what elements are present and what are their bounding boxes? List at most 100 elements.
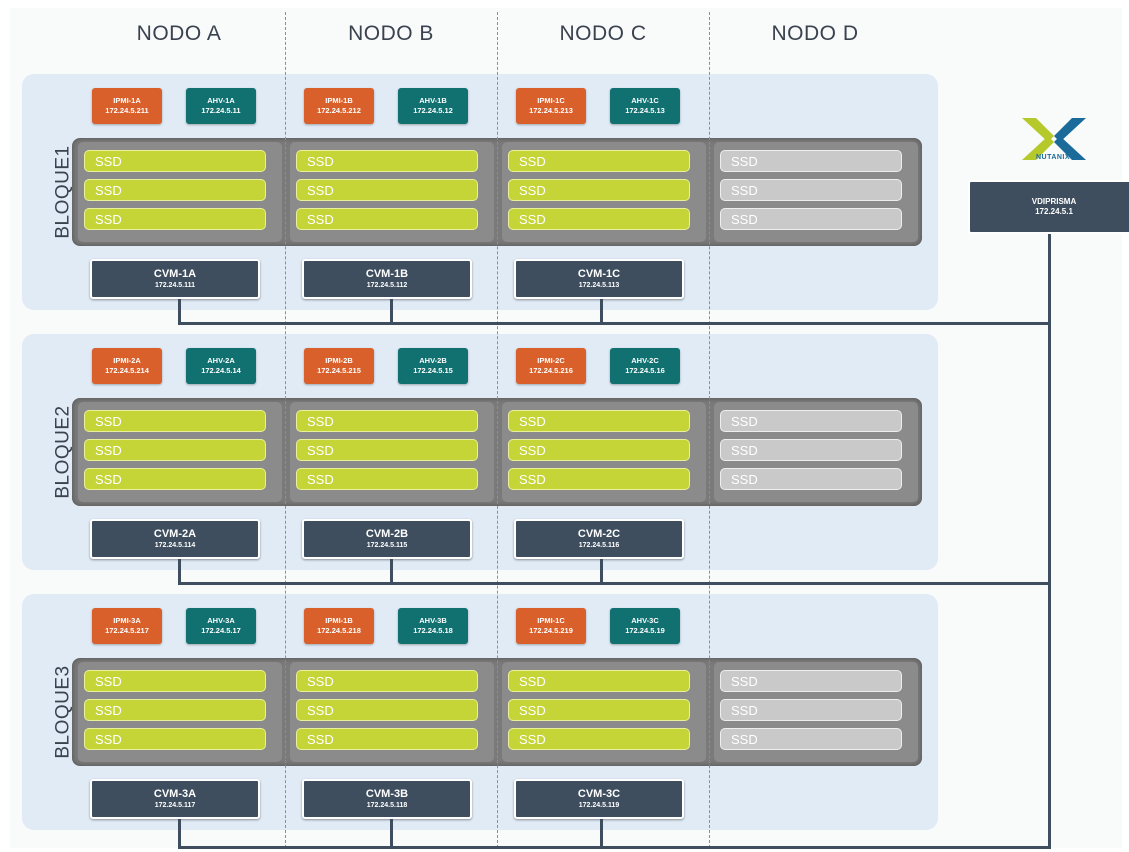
ahv-name: AHV-2A: [207, 356, 235, 365]
cvm-box[interactable]: CVM-3B 172.24.5.118: [302, 779, 472, 819]
network-trunk-line: [1048, 234, 1051, 849]
cvm-name: CVM-1C: [577, 268, 621, 280]
cvm-ip: 172.24.5.118: [366, 802, 408, 809]
prism-central-box[interactable]: VDIPRISMA 172.24.5.1: [968, 180, 1129, 234]
disk-cell-node-c: SSD SSD SSD: [502, 142, 706, 242]
ipmi-ip: 172.24.5.219: [529, 626, 573, 635]
ssd-slot-empty: SSD: [720, 150, 902, 172]
cvm-ip: 172.24.5.111: [154, 282, 196, 289]
ssd-disk: SSD: [508, 699, 690, 721]
cvm-name: CVM-3B: [365, 788, 409, 800]
ssd-disk: SSD: [508, 208, 690, 230]
ipmi-name: IPMI-1B: [325, 616, 353, 625]
network-bus-line: [178, 582, 1050, 585]
ssd-disk: SSD: [296, 439, 478, 461]
network-bus-line: [178, 322, 1050, 325]
ssd-disk: SSD: [296, 728, 478, 750]
ipmi-name: IPMI-1C: [537, 96, 565, 105]
cvm-box[interactable]: CVM-1B 172.24.5.112: [302, 259, 472, 299]
ahv-name: AHV-2B: [419, 356, 447, 365]
ssd-disk: SSD: [296, 468, 478, 490]
ssd-disk: SSD: [508, 439, 690, 461]
cvm-uplink-line: [600, 819, 603, 848]
ipmi-name: IPMI-1A: [113, 96, 141, 105]
ssd-slot-empty: SSD: [720, 468, 902, 490]
cvm-ip: 172.24.5.116: [578, 542, 620, 549]
cvm-uplink-line: [178, 819, 181, 848]
ahv-name: AHV-1B: [419, 96, 447, 105]
cvm-name: CVM-2A: [153, 528, 197, 540]
ssd-disk: SSD: [84, 439, 266, 461]
ssd-disk: SSD: [296, 410, 478, 432]
cvm-name: CVM-3C: [577, 788, 621, 800]
ahv-name: AHV-2C: [631, 356, 659, 365]
cvm-name: CVM-1B: [365, 268, 409, 280]
ssd-disk: SSD: [296, 150, 478, 172]
cvm-ip: 172.24.5.115: [366, 542, 408, 549]
ipmi-name: IPMI-2B: [325, 356, 353, 365]
ipmi-name: IPMI-3A: [113, 616, 141, 625]
prism-name: VDIPRISMA: [1031, 197, 1077, 206]
ssd-slot-empty: SSD: [720, 728, 902, 750]
ipmi-ip: 172.24.5.214: [105, 366, 149, 375]
ssd-slot-empty: SSD: [720, 670, 902, 692]
ahv-ip: 172.24.5.16: [625, 366, 665, 375]
ssd-slot-empty: SSD: [720, 699, 902, 721]
ahv-ip: 172.24.5.11: [201, 106, 241, 115]
column-divider: [709, 12, 710, 848]
ahv-name: AHV-3A: [207, 616, 235, 625]
ipmi-ip: 172.24.5.218: [317, 626, 361, 635]
ipmi-ip: 172.24.5.216: [529, 366, 573, 375]
ahv-ip: 172.24.5.15: [413, 366, 453, 375]
cvm-ip: 172.24.5.117: [154, 802, 196, 809]
ipmi-name: IPMI-1B: [325, 96, 353, 105]
ssd-disk: SSD: [508, 179, 690, 201]
ahv-ip: 172.24.5.12: [413, 106, 453, 115]
ssd-disk: SSD: [296, 699, 478, 721]
ahv-name: AHV-1C: [631, 96, 659, 105]
ssd-disk: SSD: [84, 728, 266, 750]
ssd-disk: SSD: [84, 670, 266, 692]
cvm-uplink-line: [390, 819, 393, 848]
ssd-disk: SSD: [508, 150, 690, 172]
cvm-ip: 172.24.5.112: [366, 282, 408, 289]
ssd-disk: SSD: [84, 468, 266, 490]
column-divider: [285, 12, 286, 848]
node-header-a: NODO A: [136, 22, 222, 45]
ipmi-name: IPMI-2A: [113, 356, 141, 365]
nutanix-logo-icon: [1022, 118, 1086, 160]
ssd-disk: SSD: [508, 410, 690, 432]
